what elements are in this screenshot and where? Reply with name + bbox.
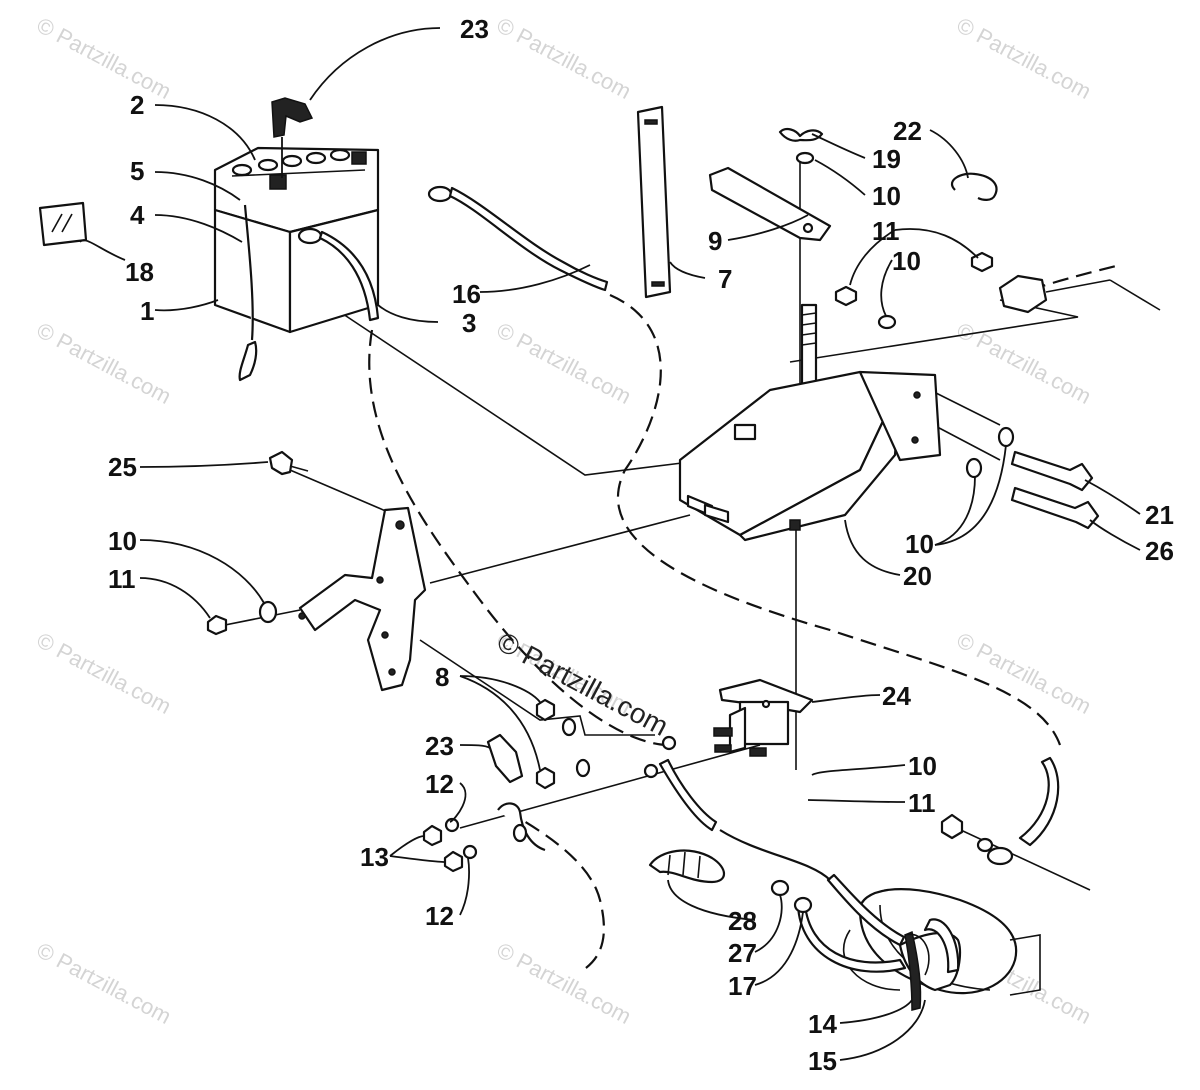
decal[interactable]: [38, 201, 88, 247]
callout-27: 27: [728, 938, 757, 968]
starter-solenoid[interactable]: [713, 678, 814, 757]
callout-23: 23: [460, 14, 489, 44]
watermark: © Partzilla.com: [33, 12, 176, 104]
callout-4: 4: [130, 200, 145, 230]
callout-19: 19: [872, 144, 901, 174]
battery[interactable]: [213, 146, 380, 382]
callout-10: 10: [908, 751, 937, 781]
callout-3: 3: [462, 308, 476, 338]
callout-1: 1: [140, 296, 154, 326]
callout-11: 11: [872, 216, 900, 246]
callout-12: 12: [425, 901, 454, 931]
callout-25: 25: [108, 452, 137, 482]
callout-labels: 23 2 5 4 18 1 16 3 7 9 19 10 22 11 10 25…: [108, 14, 1174, 1076]
callout-12: 12: [425, 769, 454, 799]
callout-28: 28: [728, 906, 757, 936]
starter-cables[interactable]: [719, 829, 907, 973]
vent-tube: [243, 204, 254, 341]
watermark: © Partzilla.com: [493, 937, 636, 1029]
watermark: © Partzilla.com: [33, 627, 176, 719]
callout-14: 14: [808, 1009, 837, 1039]
cable-nuts-left[interactable]: [422, 817, 478, 873]
battery-bracket[interactable]: [708, 166, 832, 242]
watermark-layer: © Partzilla.com © Partzilla.com © Partzi…: [33, 12, 1096, 1029]
cable-boot[interactable]: [648, 849, 726, 884]
watermark: © Partzilla.com: [953, 317, 1096, 409]
callout-17: 17: [728, 971, 757, 1001]
solenoid-hardware[interactable]: [535, 698, 677, 790]
battery-cells: [231, 148, 351, 177]
terminal-boot-top[interactable]: [271, 97, 314, 178]
washer[interactable]: [795, 151, 815, 165]
watermark: © Partzilla.com: [953, 627, 1096, 719]
callout-2: 2: [130, 90, 144, 120]
callout-15: 15: [808, 1046, 837, 1076]
callout-5: 5: [130, 156, 144, 186]
positive-terminal: [351, 151, 367, 165]
wiring-harness: [368, 263, 1121, 973]
callout-8: 8: [435, 662, 449, 692]
callout-7: 7: [718, 264, 732, 294]
callout-23: 23: [425, 731, 454, 761]
cable-tie[interactable]: [904, 930, 930, 1011]
callout-20: 20: [903, 561, 932, 591]
callout-18: 18: [125, 257, 154, 287]
callout-10: 10: [108, 526, 137, 556]
watermark: © Partzilla.com: [953, 12, 1096, 104]
bracket-nut[interactable]: [206, 614, 228, 636]
callout-10: 10: [892, 246, 921, 276]
callout-11: 11: [908, 788, 936, 818]
leader-lines: [79, 27, 1141, 1061]
callout-26: 26: [1145, 536, 1174, 566]
snap-ring[interactable]: [950, 172, 998, 201]
watermark: © Partzilla.com: [33, 937, 176, 1029]
battery-tray[interactable]: [678, 370, 942, 542]
vent-tube-end: [238, 340, 258, 382]
starter-cable-upper[interactable]: [658, 758, 718, 832]
tray-fasteners[interactable]: [965, 426, 1100, 530]
ground-cable-end[interactable]: [497, 802, 546, 852]
watermark: © Partzilla.com: [493, 12, 636, 104]
battery-cable-positive[interactable]: [427, 185, 609, 292]
hold-down-strap[interactable]: [636, 105, 672, 299]
callout-10: 10: [905, 529, 934, 559]
callout-24: 24: [882, 681, 911, 711]
callout-16: 16: [452, 279, 481, 309]
callout-21: 21: [1145, 500, 1174, 530]
callout-11: 11: [108, 564, 136, 594]
connector[interactable]: [998, 274, 1161, 314]
battery-cable-negative[interactable]: [297, 227, 380, 322]
callout-13: 13: [360, 842, 389, 872]
callout-9: 9: [708, 226, 722, 256]
bracket-bolt[interactable]: [268, 450, 309, 476]
mounting-bracket[interactable]: [298, 506, 427, 692]
wing-nut[interactable]: [778, 127, 824, 142]
watermark: © Partzilla.com: [493, 317, 636, 409]
watermark: © Partzilla.com: [33, 317, 176, 409]
negative-terminal: [269, 174, 287, 190]
ground-cable-right[interactable]: [940, 756, 1060, 866]
callout-10: 10: [872, 181, 901, 211]
bracket-washer[interactable]: [258, 600, 278, 624]
terminal-boot-lower[interactable]: [486, 733, 524, 784]
callout-22: 22: [893, 116, 922, 146]
